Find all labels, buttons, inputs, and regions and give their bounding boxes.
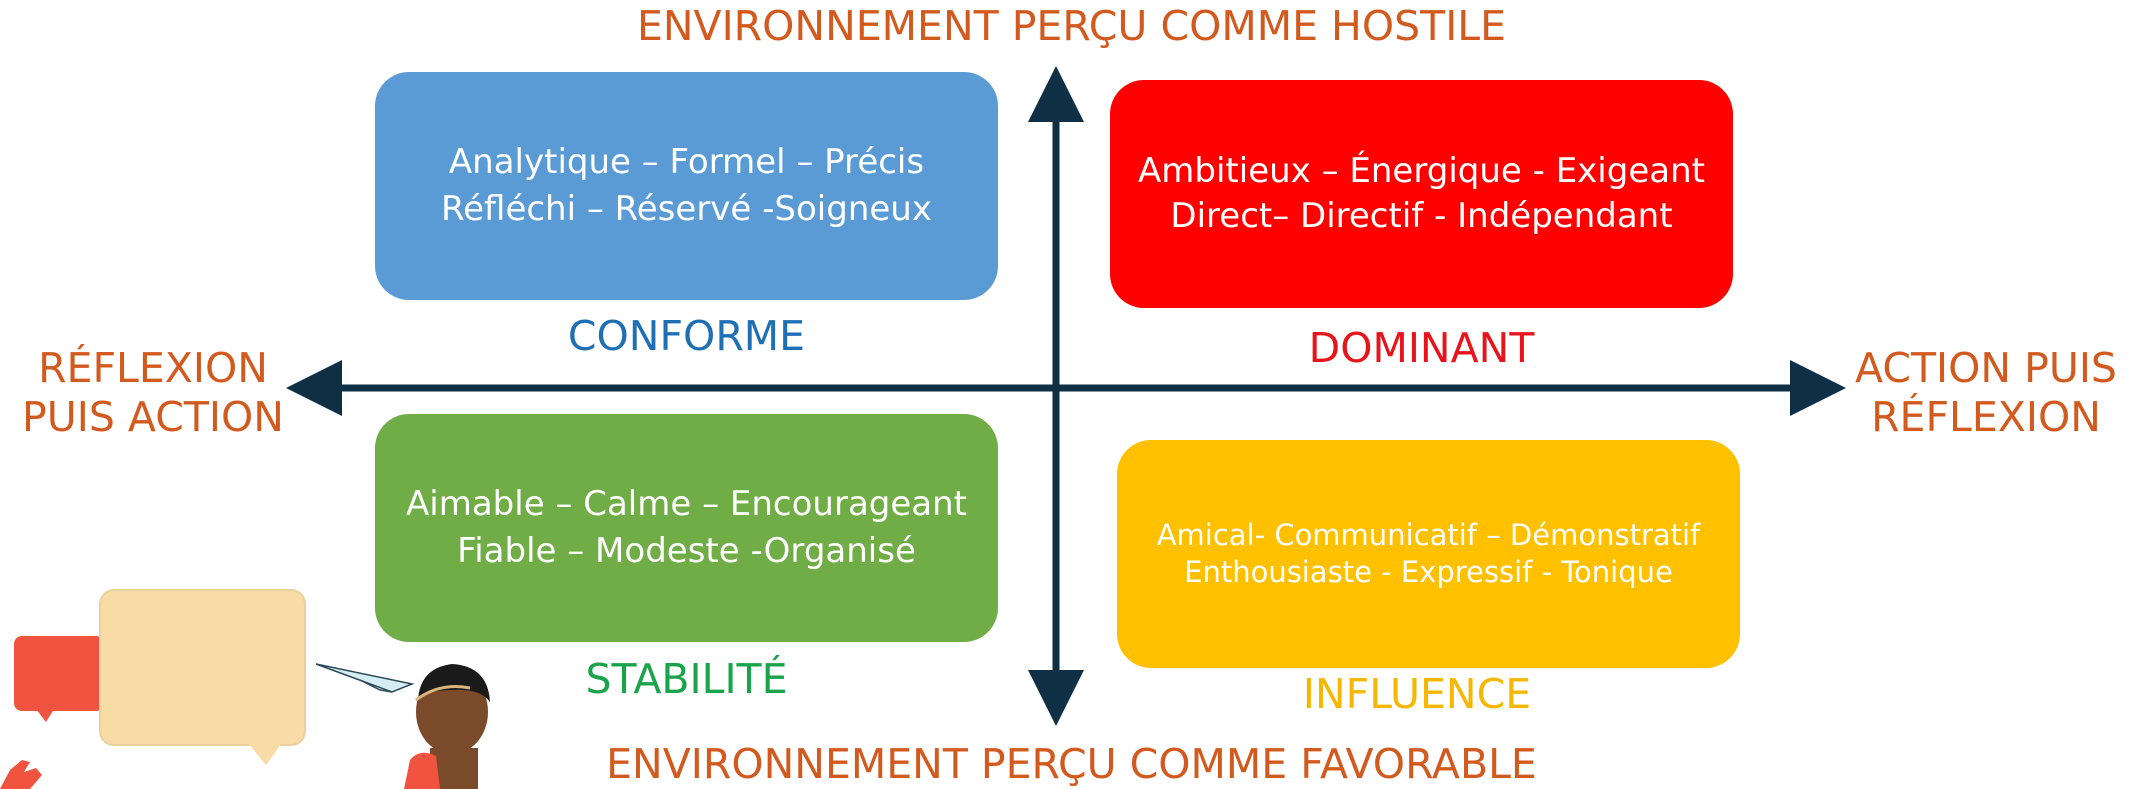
dominant-traits-line-2: Direct– Directif - Indépendant bbox=[1170, 196, 1673, 236]
influence-traits-line-1: Amical- Communicatif – Démonstratif bbox=[1156, 517, 1701, 552]
axis-title-left: RÉFLEXION PUIS ACTION bbox=[0, 344, 306, 442]
quadrant-label-conforme: CONFORME bbox=[567, 312, 806, 360]
axis-title-top: ENVIRONNEMENT PERÇU COMME HOSTILE bbox=[636, 2, 1507, 50]
conforme-traits-line-1: Analytique – Formel – Précis bbox=[448, 142, 925, 183]
quadrant-box-conforme: Analytique – Formel – Précis Réfléchi – … bbox=[375, 72, 998, 300]
dominant-traits-line-1: Ambitieux – Énergique - Exigeant bbox=[1138, 150, 1705, 191]
conforme-traits-line-2: Réfléchi – Réservé -Soigneux bbox=[441, 189, 932, 229]
speech-bubbles-illustration bbox=[0, 589, 306, 789]
axis-title-right-line-2: RÉFLEXION bbox=[1871, 393, 2101, 442]
axis-title-bottom: ENVIRONNEMENT PERÇU COMME FAVORABLE bbox=[606, 740, 1537, 788]
hand-icon bbox=[0, 760, 42, 789]
quadrant-label-influence: INFLUENCE bbox=[1302, 670, 1532, 718]
person-illustration bbox=[404, 664, 490, 789]
axis-title-right-line-1: ACTION PUIS bbox=[1855, 344, 2117, 392]
cream-speech-bubble-icon bbox=[99, 589, 306, 746]
quadrant-label-dominant: DOMINANT bbox=[1308, 324, 1535, 372]
axis-title-left-line-1: RÉFLEXION bbox=[38, 344, 268, 392]
stabilite-traits-line-2: Fiable – Modeste -Organisé bbox=[457, 531, 916, 571]
red-speech-bubble-icon bbox=[14, 636, 104, 711]
axis-title-left-line-2: PUIS ACTION bbox=[22, 393, 284, 442]
axis-title-right: ACTION PUIS RÉFLEXION bbox=[1836, 344, 2136, 442]
stabilite-traits-line-1: Aimable – Calme – Encourageant bbox=[406, 484, 967, 525]
paper-plane-icon bbox=[315, 663, 415, 693]
quadrant-box-stabilite: Aimable – Calme – Encourageant Fiable – … bbox=[375, 414, 998, 642]
quadrant-box-influence: Amical- Communicatif – Démonstratif Enth… bbox=[1117, 440, 1740, 668]
quadrant-label-stabilite: STABILITÉ bbox=[585, 655, 788, 703]
influence-traits-line-2: Enthousiaste - Expressif - Tonique bbox=[1184, 555, 1673, 589]
quadrant-box-dominant: Ambitieux – Énergique - Exigeant Direct–… bbox=[1110, 80, 1733, 308]
